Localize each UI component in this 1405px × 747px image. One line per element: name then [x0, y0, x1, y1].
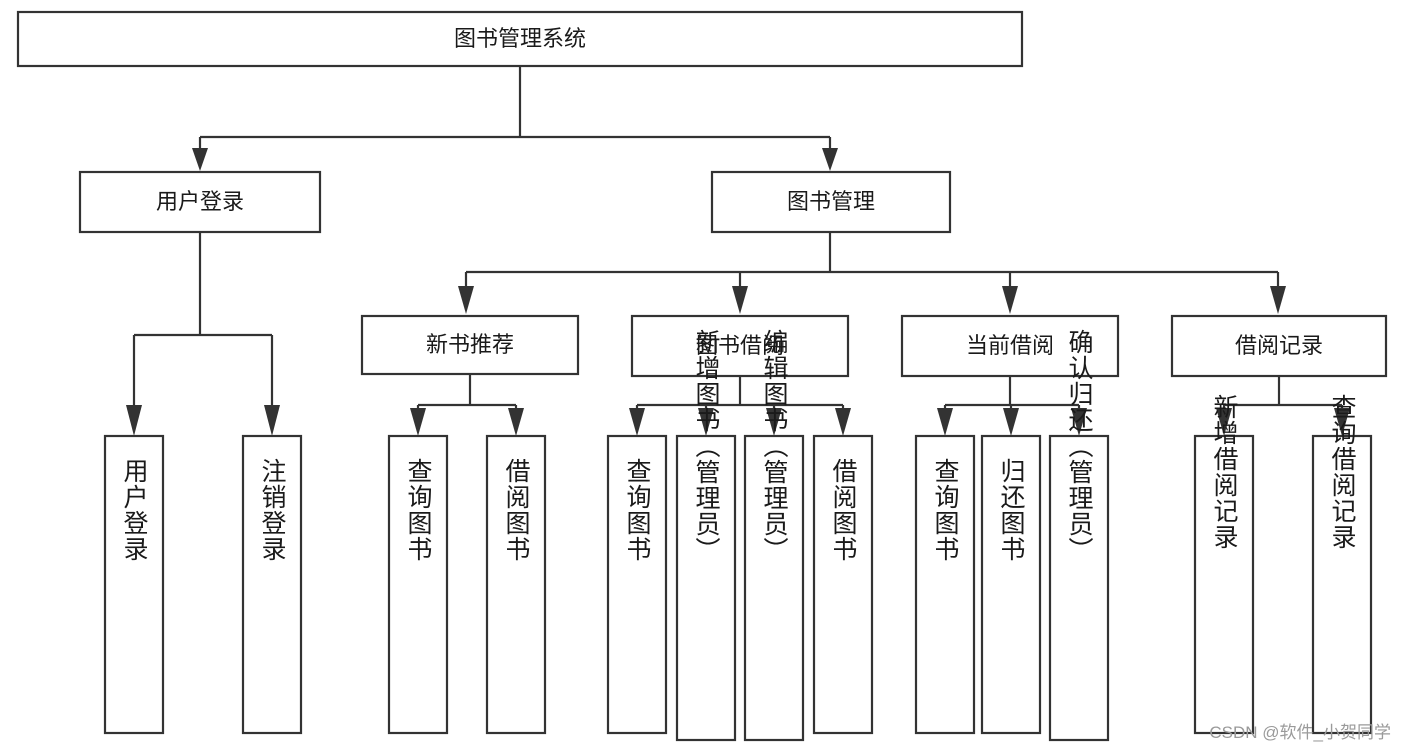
node-book-borrow-box[interactable]: [630, 314, 850, 378]
arrowhead-leaf-borrow-book-1: [508, 408, 524, 436]
node-user-login[interactable]: 用户登录: [78, 170, 322, 234]
node-leaf-add-record-box[interactable]: [1193, 434, 1255, 735]
arrowhead-leaf-logout-login: [264, 405, 280, 436]
node-leaf-borrow-book-1-label: 借阅图书: [502, 458, 531, 562]
arrowhead-user-login: [192, 148, 208, 171]
node-leaf-query-book-1[interactable]: 查询图书: [387, 434, 449, 735]
node-borrow-record-label: 借阅记录: [1235, 333, 1323, 358]
arrowhead-leaf-query-book-1: [410, 408, 426, 436]
node-leaf-logout-login[interactable]: 注销登录: [241, 434, 303, 735]
node-leaf-return-book[interactable]: 归还图书: [980, 434, 1042, 735]
node-leaf-edit-book-box[interactable]: [743, 434, 805, 742]
node-leaf-logout-login-label: 注销登录: [258, 458, 287, 562]
node-leaf-add-record[interactable]: 新增借阅记录: [1193, 394, 1255, 735]
node-leaf-add-book-box[interactable]: [675, 434, 737, 742]
node-leaf-confirm-return-label: 确认归还（管理员）: [1065, 329, 1094, 563]
node-leaf-logout-login-box[interactable]: [241, 434, 303, 735]
node-leaf-confirm-return-box[interactable]: [1048, 434, 1110, 742]
connector-group-current-borrow: [937, 376, 1087, 436]
connector-group-user-login: [126, 232, 280, 436]
node-leaf-query-book-3[interactable]: 查询图书: [914, 434, 976, 735]
arrowhead-leaf-query-book-2: [629, 408, 645, 436]
arrowhead-leaf-return-book: [1003, 408, 1019, 436]
node-leaf-query-book-2-label: 查询图书: [623, 458, 652, 562]
csdn-watermark: CSDN @软件_小贺同学: [1209, 723, 1391, 742]
node-book-manage-label: 图书管理: [787, 189, 875, 214]
node-leaf-return-book-label: 归还图书: [997, 458, 1026, 562]
node-leaf-query-book-1-box[interactable]: [387, 434, 449, 735]
node-leaf-add-book-label: 新增图书（管理员）: [692, 329, 721, 563]
node-leaf-query-book-3-box[interactable]: [914, 434, 976, 735]
arrowhead-book-borrow: [732, 286, 748, 314]
node-user-login-label: 用户登录: [156, 189, 244, 214]
node-leaf-confirm-return[interactable]: 确认归还（管理员）: [1048, 329, 1110, 742]
node-current-borrow-box[interactable]: [900, 314, 1120, 378]
node-leaf-borrow-book-2[interactable]: 借阅图书: [812, 434, 874, 735]
connector-group-new-book-recommend: [410, 374, 524, 436]
node-leaf-borrow-book-2-box[interactable]: [812, 434, 874, 735]
node-current-borrow-label: 当前借阅: [966, 333, 1054, 358]
node-book-manage[interactable]: 图书管理: [710, 170, 952, 234]
node-root-label: 图书管理系统: [454, 26, 586, 51]
arrowhead-leaf-query-book-3: [937, 408, 953, 436]
connector-group-book-borrow: [629, 376, 851, 436]
node-new-book-recommend[interactable]: 新书推荐: [360, 314, 580, 376]
node-leaf-query-record-box[interactable]: [1311, 434, 1373, 735]
node-book-borrow-label: 图书借阅: [696, 333, 784, 358]
node-borrow-record-box[interactable]: [1170, 314, 1388, 378]
node-leaf-query-book-2[interactable]: 查询图书: [606, 434, 668, 735]
node-root-box[interactable]: [16, 10, 1024, 68]
connector-group-root: [192, 66, 838, 171]
node-user-login-box[interactable]: [78, 170, 322, 234]
node-leaf-borrow-book-1[interactable]: 借阅图书: [485, 434, 547, 735]
node-borrow-record[interactable]: 借阅记录: [1170, 314, 1388, 378]
arrowhead-leaf-user-login: [126, 405, 142, 436]
node-leaf-add-book[interactable]: 新增图书（管理员）: [675, 329, 737, 742]
node-leaf-query-record-label: 查询借阅记录: [1328, 394, 1357, 550]
node-current-borrow[interactable]: 当前借阅: [900, 314, 1120, 378]
node-leaf-query-book-2-box[interactable]: [606, 434, 668, 735]
node-leaf-user-login[interactable]: 用户登录: [103, 434, 165, 735]
connector-group-book-manage: [458, 232, 1286, 314]
arrowhead-borrow-record: [1270, 286, 1286, 314]
node-leaf-user-login-label: 用户登录: [120, 458, 149, 562]
arrowhead-leaf-confirm-return: [1071, 408, 1087, 436]
node-leaf-query-book-1-label: 查询图书: [404, 458, 433, 562]
connector-group-borrow-record: [1216, 376, 1350, 436]
arrowhead-leaf-borrow-book-2: [835, 408, 851, 436]
arrowhead-current-borrow: [1002, 286, 1018, 314]
arrowhead-book-manage: [822, 148, 838, 171]
node-leaf-add-record-label: 新增借阅记录: [1210, 394, 1239, 550]
arrowhead-leaf-edit-book: [766, 408, 782, 436]
node-new-book-recommend-box[interactable]: [360, 314, 580, 376]
node-book-manage-box[interactable]: [710, 170, 952, 234]
node-new-book-recommend-label: 新书推荐: [426, 332, 514, 357]
arrowhead-leaf-query-record: [1334, 408, 1350, 436]
node-root[interactable]: 图书管理系统: [16, 10, 1024, 68]
node-leaf-borrow-book-2-label: 借阅图书: [829, 458, 858, 562]
node-leaf-return-book-box[interactable]: [980, 434, 1042, 735]
arrowhead-new-book-recommend: [458, 286, 474, 314]
node-leaf-query-book-3-label: 查询图书: [931, 458, 960, 562]
arrowhead-leaf-add-record: [1216, 408, 1232, 436]
arrowhead-leaf-add-book: [698, 408, 714, 436]
node-book-borrow[interactable]: 图书借阅: [630, 314, 850, 378]
node-leaf-query-record[interactable]: 查询借阅记录: [1311, 394, 1373, 735]
node-leaf-edit-book[interactable]: 编辑图书（管理员）: [743, 329, 805, 742]
node-leaf-borrow-book-1-box[interactable]: [485, 434, 547, 735]
node-leaf-user-login-box[interactable]: [103, 434, 165, 735]
node-leaf-edit-book-label: 编辑图书（管理员）: [760, 329, 789, 563]
